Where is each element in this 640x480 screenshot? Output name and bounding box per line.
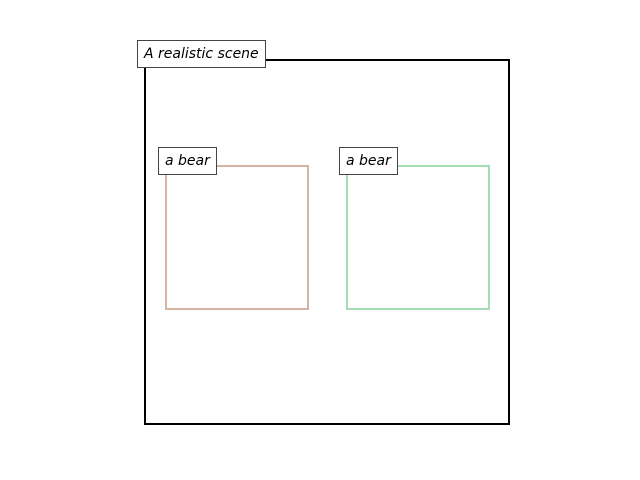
scene-label: A realistic scene — [137, 40, 266, 68]
bounding-box-bear-1 — [165, 165, 309, 310]
bounding-box-bear-2 — [346, 165, 490, 310]
bear-1-label: a bear — [158, 147, 217, 175]
scene-frame — [144, 59, 510, 425]
bear-2-label: a bear — [339, 147, 398, 175]
